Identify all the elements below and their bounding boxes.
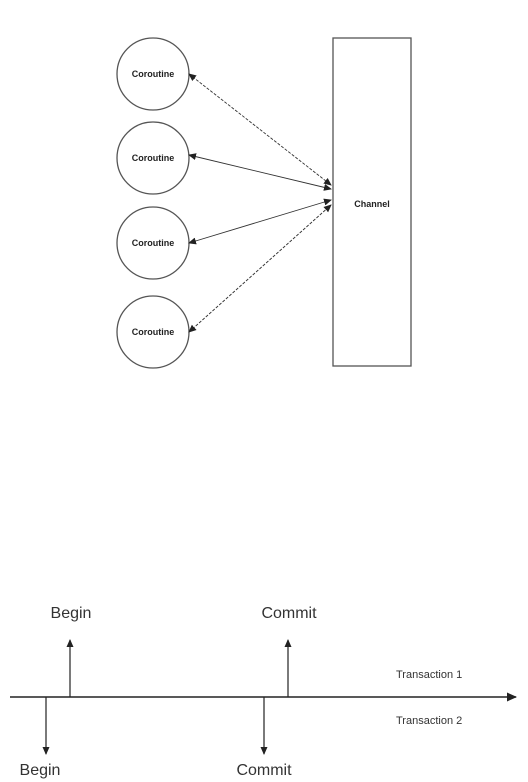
tx2-label: Transaction 2 <box>396 715 462 727</box>
tx2-commit-label: Commit <box>236 762 292 779</box>
coroutine-node-1: Coroutine <box>116 37 190 111</box>
connector-arrow-1 <box>188 73 332 186</box>
coroutine-label: Coroutine <box>132 327 175 337</box>
tx2-begin-label: Begin <box>20 762 61 779</box>
tx1-begin-label: Begin <box>51 605 92 622</box>
channel-label: Channel <box>354 199 390 209</box>
connector-arrow-4 <box>188 204 332 333</box>
tx1-label: Transaction 1 <box>396 669 462 681</box>
channel-node: Channel <box>332 37 412 367</box>
coroutine-node-4: Coroutine <box>116 295 190 369</box>
coroutine-label: Coroutine <box>132 238 175 248</box>
connector-arrow-2 <box>188 153 332 191</box>
coroutine-node-2: Coroutine <box>116 121 190 195</box>
coroutine-label: Coroutine <box>132 153 175 163</box>
coroutine-label: Coroutine <box>132 69 175 79</box>
coroutine-node-3: Coroutine <box>116 206 190 280</box>
tx1-commit-label: Commit <box>261 605 317 622</box>
connector-arrow-3 <box>188 198 332 245</box>
